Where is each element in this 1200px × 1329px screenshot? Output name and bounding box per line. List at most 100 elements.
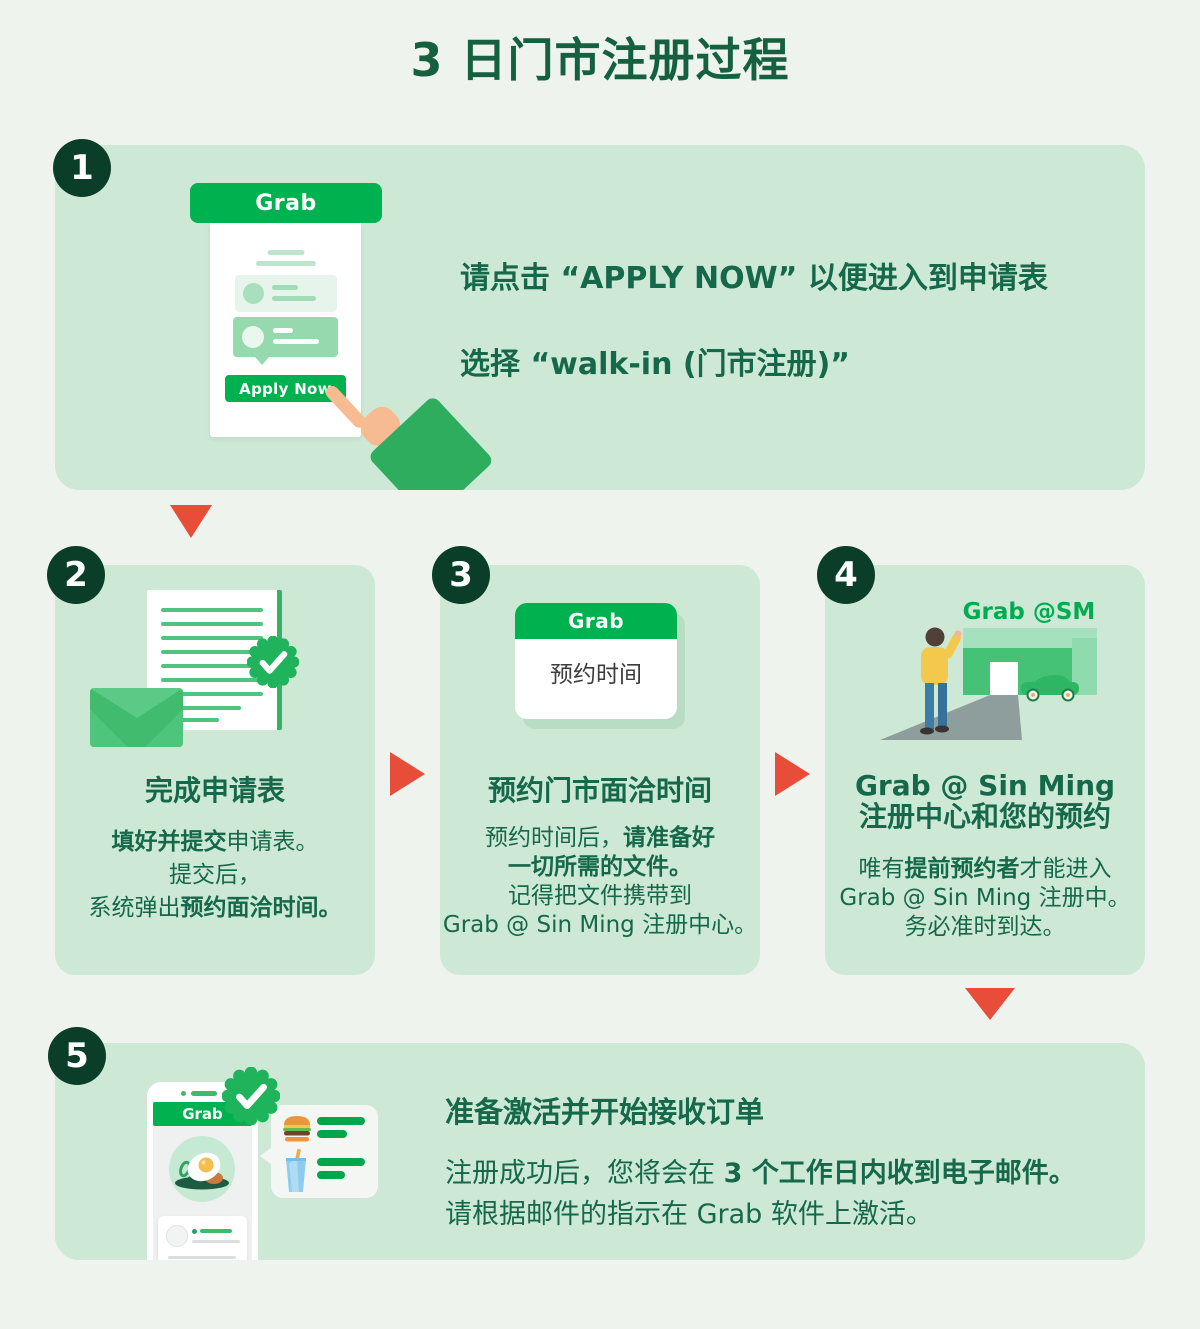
step4-title-line1: Grab @ Sin Ming — [854, 769, 1116, 802]
step3-body-line: 预约时间后，请准备好 — [485, 825, 715, 851]
step4-title: Grab @ Sin Ming 注册中心和您的预约 — [825, 770, 1145, 832]
placeholder-circle — [242, 326, 264, 348]
placeholder-line — [161, 608, 263, 612]
check-seal-icon — [247, 636, 299, 688]
order-list-card — [158, 1216, 247, 1260]
placeholder-line — [273, 339, 319, 344]
burger-icon — [283, 1116, 311, 1142]
grab-logo: Grab — [255, 190, 317, 216]
phone-illustration: Grab — [147, 1082, 258, 1260]
step4-body-line: 唯有提前预约者才能进入 — [858, 856, 1112, 882]
placeholder-line — [168, 1256, 236, 1259]
placeholder-line — [273, 328, 293, 333]
step2-body-line: 提交后， — [169, 862, 261, 888]
placeholder-circle — [243, 283, 264, 304]
placeholder-line — [267, 250, 304, 255]
calendar-icon: Grab 预约时间 — [515, 603, 677, 719]
grab-logo: Grab — [567, 609, 625, 633]
step4-body-line: 务必准时到达。 — [904, 914, 1066, 940]
step3-body-line: 一切所需的文件。 — [508, 854, 692, 880]
form-field-placeholder — [235, 275, 337, 312]
right-arrow-icon — [775, 752, 810, 796]
application-form-graphic: Apply Now — [210, 223, 361, 437]
placeholder-line — [161, 636, 263, 640]
placeholder-line — [317, 1158, 365, 1166]
step4-title-line2: 注册中心和您的预约 — [858, 800, 1111, 833]
placeholder-line — [161, 664, 263, 668]
placeholder-line — [317, 1171, 345, 1179]
placeholder-line — [317, 1117, 365, 1125]
step1-number-badge: 1 — [53, 139, 111, 197]
step3-body: 预约时间后，请准备好 一切所需的文件。 记得把文件携带到 Grab @ Sin … — [440, 824, 760, 940]
phone-screen — [153, 1126, 252, 1260]
step2-body-line: 填好并提交申请表。 — [111, 829, 319, 855]
placeholder-line — [192, 1240, 240, 1243]
step2-card: 完成申请表 填好并提交申请表。 提交后， 系统弹出预约面洽时间。 — [55, 565, 375, 975]
step3-body-line: 记得把文件携带到 — [508, 883, 692, 909]
placeholder-line — [272, 285, 298, 290]
avatar — [166, 1225, 188, 1247]
step4-body-line: Grab @ Sin Ming 注册中。 — [839, 885, 1131, 911]
form-field-selected — [233, 317, 338, 365]
step1-instructions: 请点击 “APPLY NOW” 以便进入到申请表 选择 “walk-in (门市… — [460, 253, 1048, 383]
tooltip-tail — [255, 357, 269, 365]
grab-header-bar: Grab — [190, 183, 382, 223]
step2-body-line: 系统弹出预约面洽时间。 — [88, 895, 342, 921]
calendar-label: 预约时间 — [550, 662, 642, 688]
step2-title: 完成申请表 — [144, 774, 285, 807]
step2-number-badge: 2 — [47, 546, 105, 604]
step1-line2: 选择 “walk-in (门市注册)” — [460, 347, 851, 382]
placeholder-line — [161, 706, 241, 710]
food-plate-icon — [169, 1136, 235, 1202]
registration-centre-illustration — [880, 627, 1097, 740]
step4-card: Grab @SM — [825, 565, 1145, 975]
down-arrow-icon — [965, 988, 1015, 1020]
step1-line1: 请点击 “APPLY NOW” 以便进入到申请表 — [460, 261, 1048, 296]
placeholder-line — [272, 296, 316, 301]
placeholder-line — [255, 261, 316, 266]
step4-body: 唯有提前预约者才能进入 Grab @ Sin Ming 注册中。 务必准时到达。 — [825, 855, 1145, 942]
down-arrow-icon — [170, 505, 212, 538]
step5-card: Grab — [55, 1043, 1145, 1260]
placeholder-line — [161, 650, 263, 654]
status-dot — [192, 1229, 197, 1234]
step1-card: Grab Apply Now — [55, 145, 1145, 490]
grab-logo: Grab — [182, 1105, 223, 1123]
speaker-dot — [181, 1091, 186, 1096]
step3-card: Grab 预约时间 预约门市面洽时间 预约时间后，请准备好 一切所需的文件。 记… — [440, 565, 760, 975]
step5-body-line: 请根据邮件的指示在 Grab 软件上激活。 — [445, 1199, 933, 1230]
placeholder-line — [161, 622, 263, 626]
right-arrow-icon — [390, 752, 425, 796]
page-title: 3 日门市注册过程 — [410, 33, 790, 87]
drink-icon — [286, 1149, 306, 1192]
bubble-tail — [260, 1147, 272, 1165]
step3-number-badge: 3 — [432, 546, 490, 604]
pathway — [880, 695, 1022, 740]
person-illustration — [920, 627, 962, 735]
apply-now-label: Apply Now — [239, 379, 332, 398]
apply-now-button: Apply Now — [225, 375, 346, 402]
placeholder-line — [161, 692, 263, 696]
step5-number-badge: 5 — [48, 1027, 106, 1085]
car-icon — [1021, 675, 1079, 702]
envelope-icon — [90, 688, 183, 747]
envelope-flap — [90, 688, 183, 718]
calendar-header: Grab — [515, 603, 677, 639]
grab-sm-sign: Grab @SM — [962, 599, 1096, 625]
placeholder-line — [161, 718, 219, 722]
step5-body: 注册成功后，您将会在 3 个工作日内收到电子邮件。 请根据邮件的指示在 Grab… — [445, 1153, 1076, 1235]
step3-title: 预约门市面洽时间 — [487, 774, 712, 807]
placeholder-line — [317, 1130, 347, 1138]
placeholder-line — [161, 678, 263, 682]
step3-body-line: Grab @ Sin Ming 注册中心。 — [442, 912, 758, 938]
speaker-pill — [191, 1091, 217, 1096]
step5-text: 准备激活并开始接收订单 注册成功后，您将会在 3 个工作日内收到电子邮件。 请根… — [445, 1089, 1076, 1235]
step5-body-line: 注册成功后，您将会在 3 个工作日内收到电子邮件。 — [445, 1158, 1076, 1189]
placeholder-line — [200, 1229, 232, 1233]
step4-number-badge: 4 — [817, 546, 875, 604]
speech-bubble — [260, 1105, 378, 1198]
step1-illustration: Grab Apply Now — [185, 175, 505, 490]
step2-body: 填好并提交申请表。 提交后， 系统弹出预约面洽时间。 — [55, 826, 375, 925]
check-seal-icon — [222, 1067, 280, 1125]
